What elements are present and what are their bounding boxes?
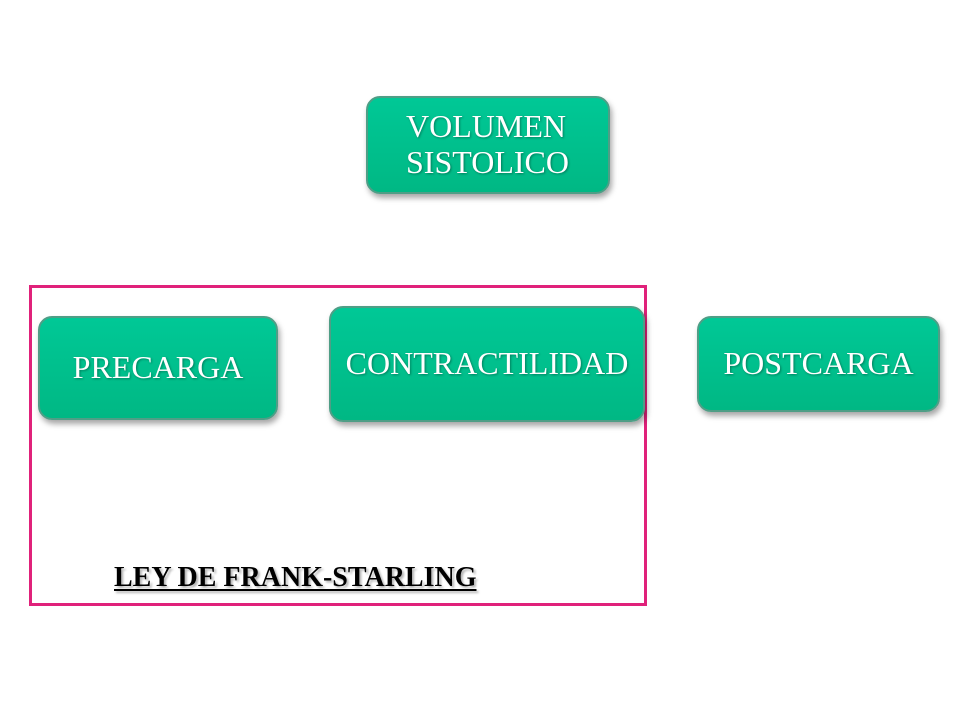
postcarga-node: POSTCARGA	[697, 316, 940, 412]
frank-starling-frame	[29, 285, 647, 606]
volumen-sistolico-line1: VOLUMEN	[406, 108, 566, 145]
volumen-sistolico-line2: SISTOLICO	[406, 144, 569, 180]
contractilidad-node: CONTRACTILIDAD	[329, 306, 645, 422]
postcarga-label: POSTCARGA	[723, 345, 914, 381]
precarga-label: PRECARGA	[72, 349, 244, 386]
precarga-node: PRECARGA	[38, 316, 278, 420]
frank-starling-label: LEY DE FRANK-STARLING	[114, 562, 477, 593]
volumen-sistolico-node: VOLUMEN SISTOLICO	[366, 96, 610, 194]
contractilidad-label: CONTRACTILIDAD	[345, 345, 629, 381]
